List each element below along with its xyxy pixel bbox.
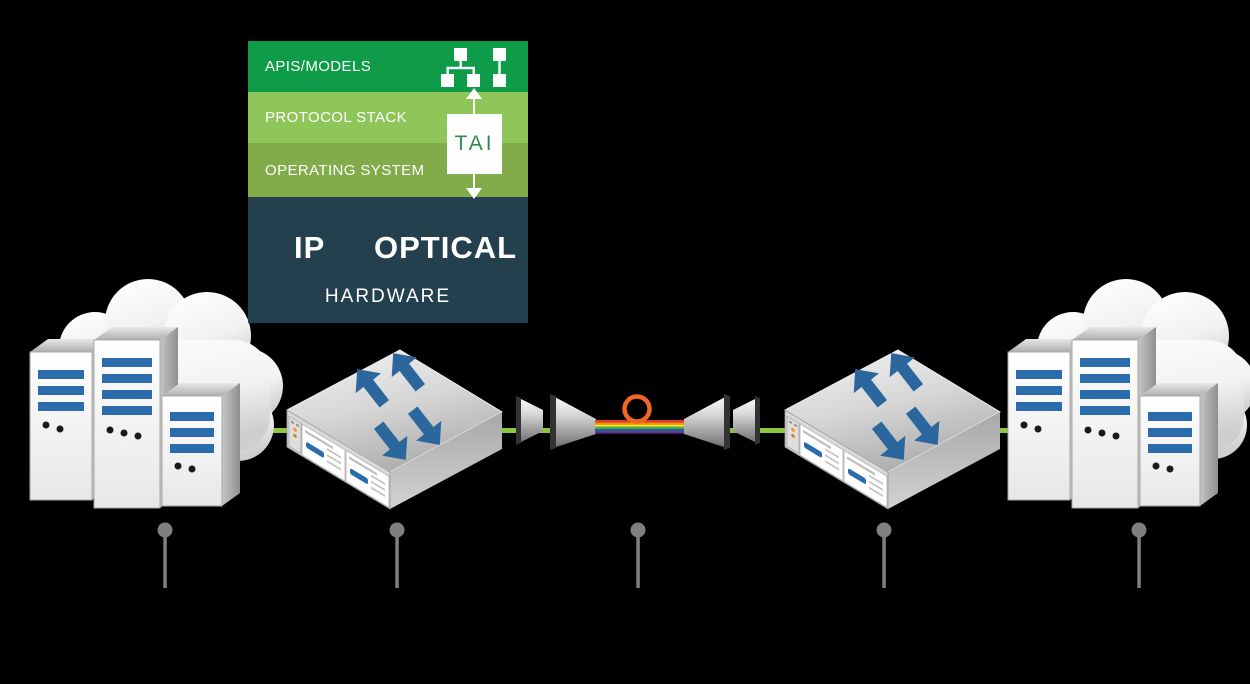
optical-label: OPTICAL	[374, 230, 518, 265]
layer-label: PROTOCOL STACK	[265, 109, 408, 126]
line-card	[843, 449, 888, 509]
optical-line-system	[516, 394, 760, 450]
server-tower	[1071, 327, 1156, 509]
bidirectional-traffic-arrows	[853, 353, 940, 460]
datacenter-cloud-right	[1007, 279, 1250, 509]
datacenter-cloud-left	[29, 279, 283, 509]
line-card	[345, 449, 390, 509]
pin-marker-switch-left	[389, 522, 405, 588]
optical-amplifier-right-small	[733, 396, 760, 445]
server-tower	[1139, 383, 1218, 507]
ip-label: IP	[294, 230, 326, 265]
line-card	[301, 423, 346, 482]
tai-label: TAI	[454, 132, 495, 155]
optical-amplifier-left-small	[516, 396, 543, 445]
ip-optical-switch-left	[285, 349, 504, 510]
ip-optical-switch-right	[783, 349, 1002, 510]
layer-label: APIS/MODELS	[265, 58, 372, 75]
switch-front-panels	[786, 415, 888, 509]
arrow-down-icon	[466, 188, 482, 199]
callout-pins	[157, 522, 1147, 588]
server-tower	[93, 327, 178, 509]
server-tower	[161, 383, 240, 507]
pin-marker-fiber	[630, 522, 646, 588]
tai-box: TAI	[447, 114, 502, 174]
layer-label: OPERATING SYSTEM	[265, 161, 425, 179]
mux-cone-right	[684, 394, 730, 450]
arrow-up-icon	[466, 88, 482, 99]
pin-marker-cloud-left	[157, 522, 173, 588]
software-stack-diagram: APIS/MODELS PROTOCOL STACK OPERATING SYS…	[248, 41, 528, 323]
line-card	[799, 423, 844, 482]
switch-front-panels	[288, 415, 390, 509]
mux-cone-left	[550, 394, 596, 450]
pin-marker-switch-right	[876, 522, 892, 588]
layer-apis-models: APIS/MODELS	[248, 41, 528, 92]
models-hierarchy-icon	[441, 48, 506, 87]
fiber-coil-icon	[622, 394, 652, 424]
layer-hardware: IP OPTICAL HARDWARE	[248, 197, 528, 323]
pin-marker-cloud-right	[1131, 522, 1147, 588]
hardware-label: HARDWARE	[324, 286, 452, 307]
bidirectional-traffic-arrows	[355, 353, 442, 460]
